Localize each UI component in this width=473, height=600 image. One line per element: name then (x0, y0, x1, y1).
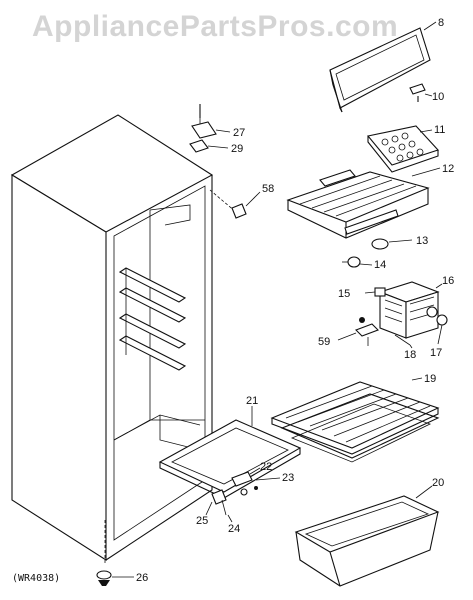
label-23: 23 (282, 472, 294, 484)
shelf-supports (118, 267, 187, 371)
label-12: 12 (442, 163, 454, 175)
leveling-foot (96, 570, 112, 586)
label-24: 24 (228, 523, 240, 535)
label-8: 8 (438, 17, 444, 29)
label-26: 26 (136, 572, 148, 584)
label-14: 14 (374, 259, 386, 271)
label-16: 16 (442, 275, 454, 287)
glass-shelf (158, 419, 302, 499)
top-hinge (189, 104, 217, 153)
diagram-code: (WR4038) (12, 573, 61, 584)
cabinet (10, 114, 214, 562)
crisper-drawer (294, 495, 440, 587)
label-11: 11 (434, 124, 445, 136)
door-stop (231, 203, 247, 219)
label-21: 21 (246, 395, 258, 407)
label-19: 19 (424, 373, 436, 385)
label-10: 10 (432, 91, 444, 103)
label-25: 25 (196, 515, 208, 527)
label-58: 58 (262, 183, 274, 195)
label-59: 59 (318, 336, 330, 348)
shelf-hardware (211, 471, 258, 516)
control-housing (374, 281, 448, 346)
watermark: AppliancePartsPros.com (32, 10, 399, 43)
part-labels: 8 10 11 12 13 14 15 16 17 18 19 20 21 22… (112, 17, 454, 584)
label-22: 22 (260, 461, 272, 473)
thermostat (355, 317, 379, 346)
label-29: 29 (231, 143, 243, 155)
label-15: 15 (338, 288, 350, 300)
wire-shelf (270, 381, 440, 463)
door-hinge (409, 83, 426, 102)
label-27: 27 (233, 127, 245, 139)
label-20: 20 (432, 477, 444, 489)
label-18: 18 (404, 349, 416, 361)
freezer-tray (286, 169, 430, 239)
label-13: 13 (416, 235, 428, 247)
label-17: 17 (430, 347, 442, 359)
freezer-door (329, 27, 431, 113)
light-bulb (342, 238, 389, 268)
ice-tray (366, 125, 439, 173)
